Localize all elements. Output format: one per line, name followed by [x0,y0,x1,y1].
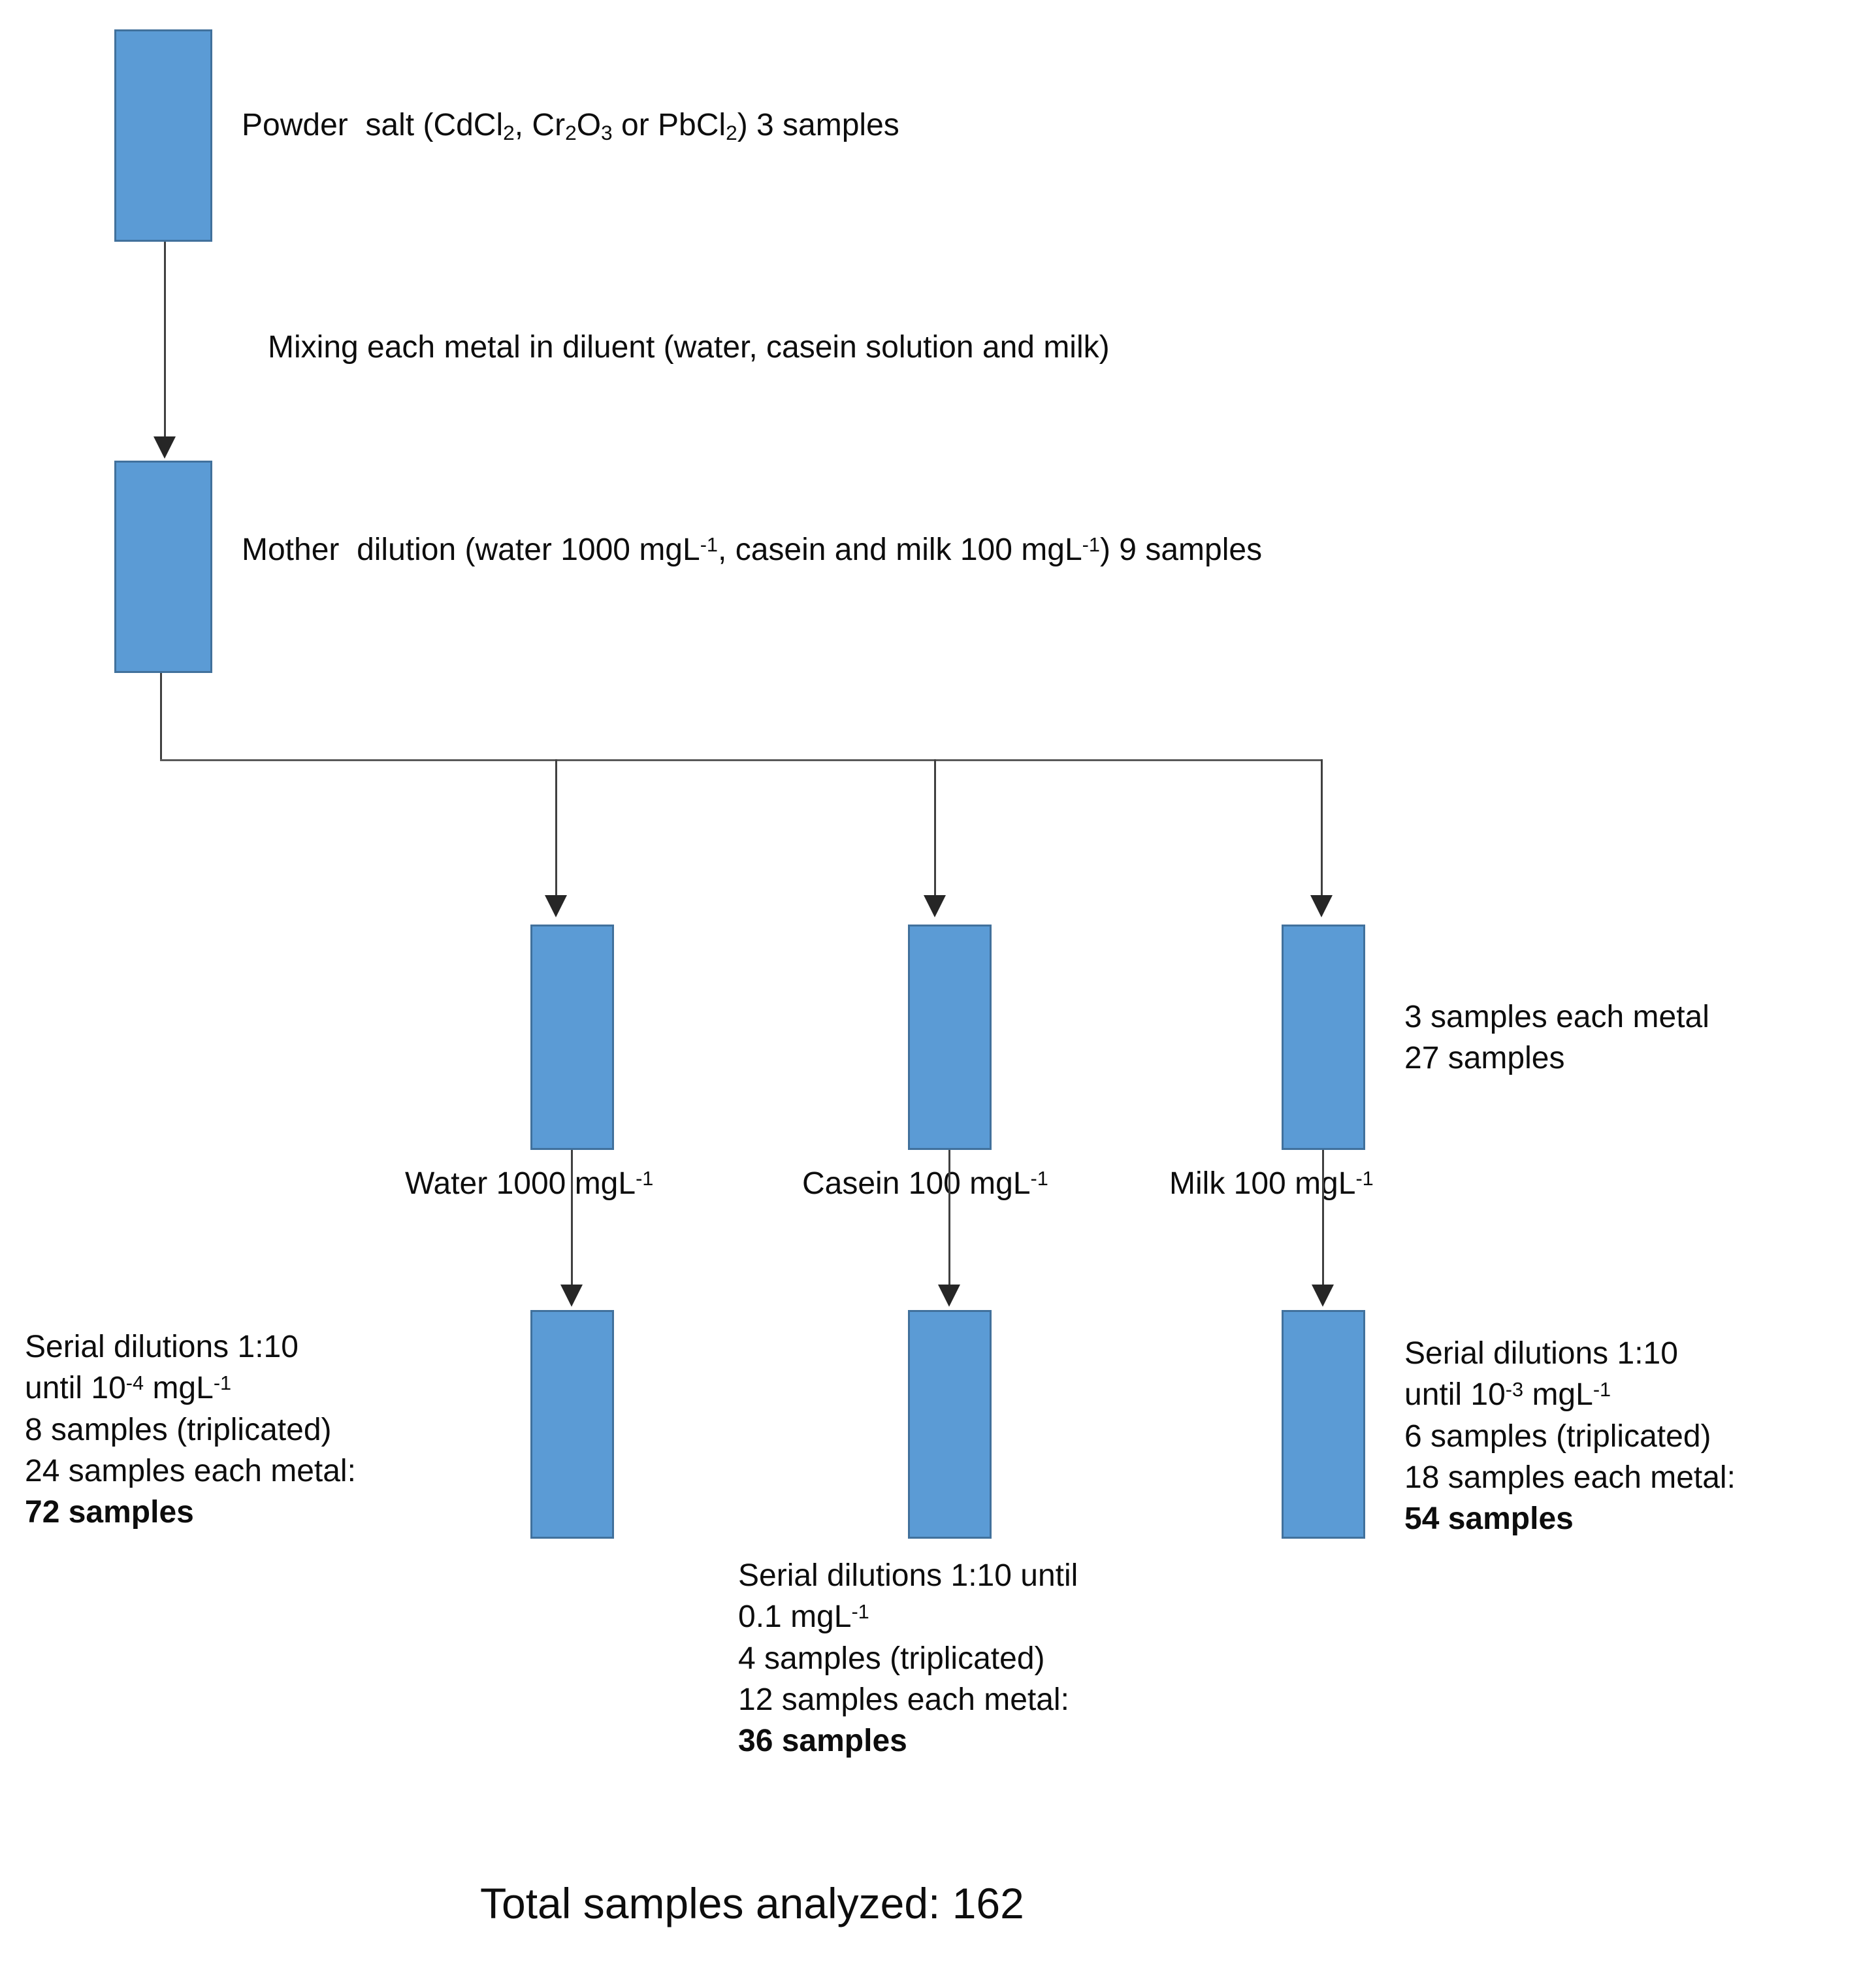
result-milk-line-3: 6 samples (triplicated) [1404,1418,1711,1454]
connector-casein-to-dilutions [948,1150,950,1286]
result-casein-total: 36 samples [738,1724,907,1759]
casein-label-sup: -1 [1030,1167,1048,1190]
arrowhead-water-to-dilutions [560,1285,583,1307]
powder-salt-sub-4: 2 [726,120,737,144]
result-casein-block: Serial dilutions 1:10 until 0.1 mgL-1 4 sa… [738,1555,1235,1762]
result-water-block: Serial dilutions 1:10 until 10-4 mgL-1 8 s… [25,1326,508,1533]
casein-result-unit-exp: -1 [851,1600,869,1624]
result-milk-line-4: 18 samples each metal: [1404,1460,1736,1496]
result-milk-line-2: until 10-3 mgL-1 [1404,1377,1611,1413]
node-mother-dilution-label: Mother dilution (water 1000 mgL-1, casei… [242,532,1263,567]
node-milk-box [1282,925,1365,1150]
result-casein-line-3: 4 samples (triplicated) [738,1641,1045,1676]
result-water-line-2: until 10-4 mgL-1 [25,1371,232,1406]
total-samples-label: Total samples analyzed: 162 [480,1879,1024,1927]
water-result-exp: -4 [125,1371,144,1395]
node-milk-dilutions-box [1282,1310,1365,1539]
result-casein-line-1: Serial dilutions 1:10 until [738,1558,1078,1593]
connector-water-to-dilutions [571,1150,573,1286]
result-milk-total: 54 samples [1404,1501,1574,1537]
node-casein-box [908,925,992,1150]
edge-label-mixing-step: Mixing each metal in diluent (water, cas… [268,330,1110,365]
node-water-dilutions-box [530,1310,614,1539]
water-label-sup: -1 [636,1167,654,1190]
node-powder-salt-label: Powder salt (CdCl2, Cr2O3 or PbCl2) 3 sa… [242,108,899,144]
result-water-total: 72 samples [25,1495,194,1530]
result-water-line-1: Serial dilutions 1:10 [25,1330,299,1364]
powder-salt-sub-3: 3 [601,120,613,144]
note-samples-each-metal: 3 samples each metal 27 samples [1404,996,1822,1079]
water-result-unit-exp: -1 [213,1371,232,1395]
result-casein-line-4: 12 samples each metal: [738,1682,1069,1718]
connector-powder-to-mother [164,242,166,438]
node-mother-dilution-box [114,461,212,673]
connector-milk-to-dilutions [1322,1150,1324,1286]
result-water-line-4: 24 samples each metal: [25,1454,356,1489]
result-casein-line-2: 0.1 mgL-1 [738,1599,869,1635]
arrowhead-milk-to-dilutions [1312,1285,1334,1307]
result-milk-line-1: Serial dilutions 1:10 [1404,1336,1678,1371]
connector-bus-to-water [555,759,557,896]
connector-branch-bus [160,759,1323,761]
arrowhead-bus-to-water [545,895,567,917]
result-water-line-3: 8 samples (triplicated) [25,1412,332,1447]
edge-label-water: Water 1000 mgL-1 [405,1166,654,1201]
arrowhead-bus-to-milk [1310,895,1333,917]
milk-result-exp: -3 [1505,1378,1524,1401]
powder-salt-sub-1: 2 [503,120,515,144]
arrowhead-bus-to-casein [924,895,946,917]
mother-dilution-sup-1: -1 [700,533,719,557]
mother-dilution-sup-2: -1 [1082,533,1100,557]
milk-label-sup: -1 [1355,1167,1374,1190]
edge-label-milk: Milk 100 mgL-1 [1169,1166,1374,1201]
node-casein-dilutions-box [908,1310,992,1539]
connector-mother-to-bus [160,673,162,761]
node-powder-salt-box [114,29,212,242]
connector-bus-to-milk [1321,759,1323,896]
edge-label-casein: Casein 100 mgL-1 [802,1166,1048,1201]
milk-result-unit-exp: -1 [1593,1378,1611,1401]
connector-bus-to-casein [934,759,936,896]
note-line-1: 3 samples each metal [1404,1000,1709,1034]
result-milk-block: Serial dilutions 1:10 until 10-3 mgL-1 6 s… [1404,1333,1875,1540]
arrowhead-casein-to-dilutions [938,1285,960,1307]
note-line-2: 27 samples [1404,1041,1565,1076]
arrowhead-powder-to-mother [154,436,176,459]
node-water-box [530,925,614,1150]
powder-salt-sub-2: 2 [565,120,577,144]
